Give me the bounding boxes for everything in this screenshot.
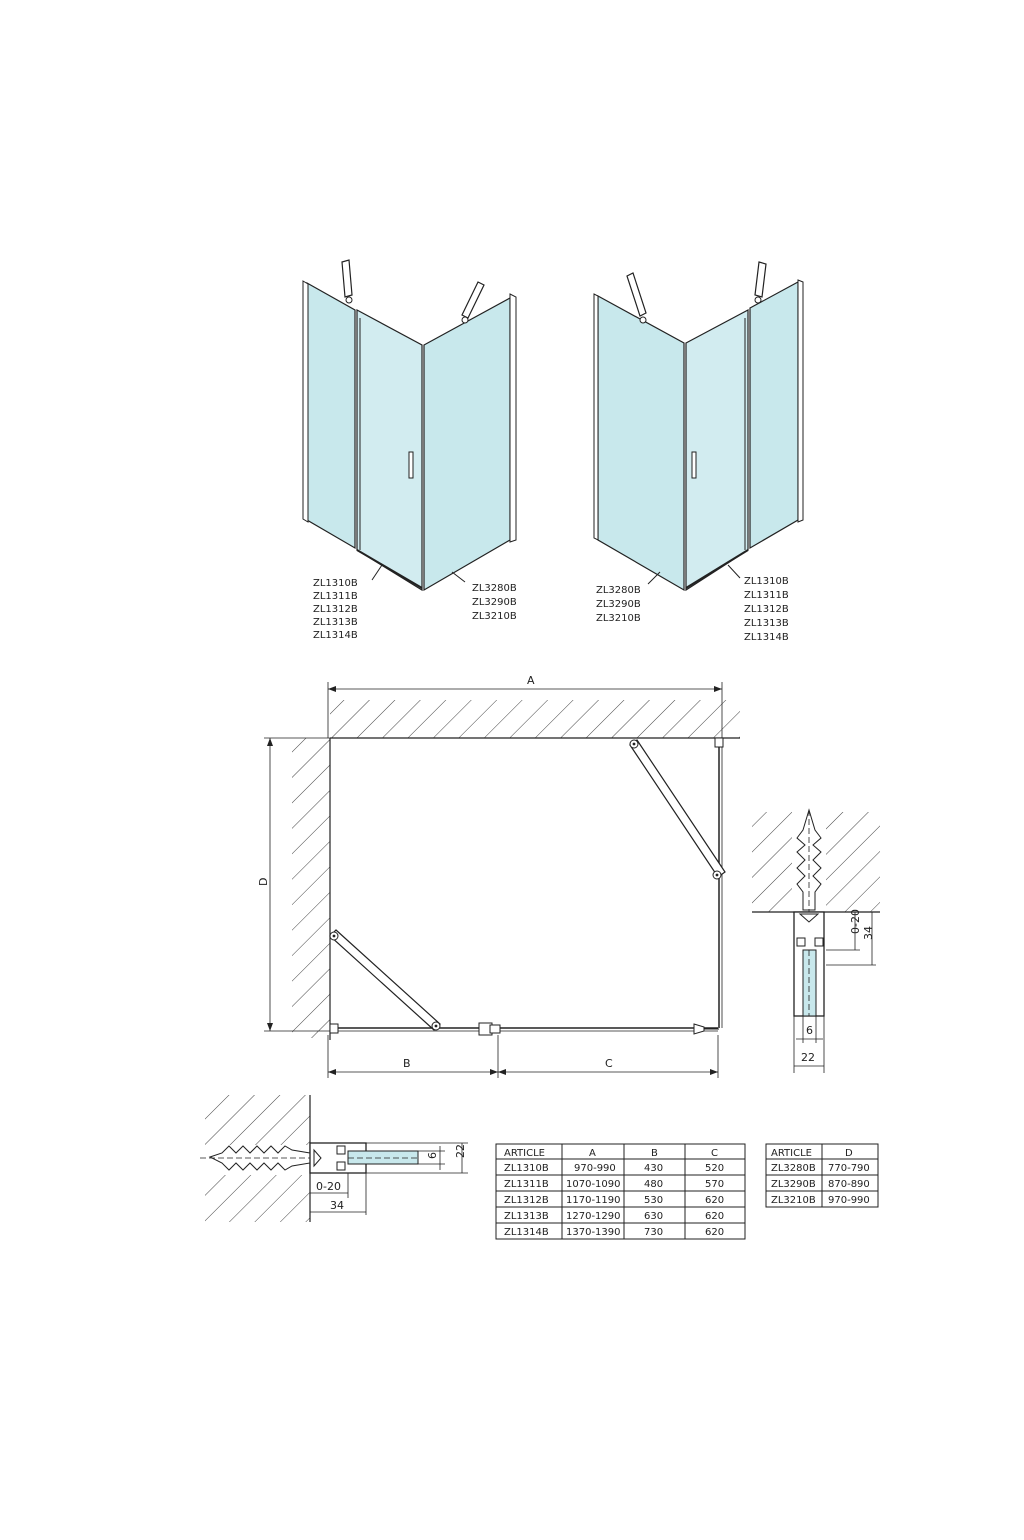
table-header: C [711, 1148, 718, 1159]
left-door-codes: ZL1310B ZL1311B ZL1312B ZL1313B ZL1314B [313, 578, 358, 641]
table-cell: ZL1310B [504, 1163, 549, 1174]
gap-label: 0-20 [316, 1180, 341, 1193]
table-cell: ZL3290B [771, 1179, 816, 1190]
table-cell: ZL1314B [504, 1227, 549, 1238]
table-cell: 430 [644, 1163, 663, 1174]
depth-label: 34 [330, 1199, 344, 1212]
table-header: A [589, 1148, 596, 1159]
table-header: ARTICLE [771, 1148, 812, 1159]
glass-label: 6 [426, 1152, 439, 1159]
code-label: ZL1310B [744, 576, 789, 587]
table-cell: 770-790 [828, 1163, 870, 1174]
table-cell: 1070-1090 [566, 1179, 621, 1190]
dim-a-label: A [527, 674, 535, 687]
table-cell: 970-990 [828, 1195, 870, 1206]
code-label: ZL3290B [472, 597, 517, 608]
table-cell: ZL1311B [504, 1179, 549, 1190]
code-label: ZL1311B [313, 591, 358, 602]
dim-b-label: B [403, 1057, 411, 1070]
table-cell: ZL1313B [504, 1211, 549, 1222]
table-cell: ZL3210B [771, 1195, 816, 1206]
table-cell: ZL1312B [504, 1195, 549, 1206]
wall-profile-detail-bottom: 6 22 0-20 34 [200, 1095, 468, 1222]
table-cell: 730 [644, 1227, 663, 1238]
code-label: ZL1314B [744, 632, 789, 643]
table-cell: 1370-1390 [566, 1227, 621, 1238]
floor-plan: A D B C [257, 674, 740, 1078]
table-cell: 620 [705, 1211, 724, 1222]
table-cell: 620 [705, 1195, 724, 1206]
code-label: ZL3210B [472, 611, 517, 622]
code-label: ZL1310B [313, 578, 358, 589]
code-label: ZL1312B [744, 604, 789, 615]
wall-profile-detail-right: 0-20 34 6 22 [752, 808, 880, 1073]
code-label: ZL3280B [472, 583, 517, 594]
code-label: ZL1311B [744, 590, 789, 601]
table-cell: 520 [705, 1163, 724, 1174]
profile-label: 22 [801, 1051, 815, 1064]
table-cell: ZL3280B [771, 1163, 816, 1174]
dim-c-label: C [605, 1057, 613, 1070]
code-label: ZL1313B [313, 617, 358, 628]
table-cell: 530 [644, 1195, 663, 1206]
code-label: ZL1313B [744, 618, 789, 629]
table-cell: 970-990 [574, 1163, 616, 1174]
code-label: ZL3280B [596, 585, 641, 596]
code-label: ZL3290B [596, 599, 641, 610]
right-door-codes: ZL1310B ZL1311B ZL1312B ZL1313B ZL1314B [744, 576, 789, 643]
enclosure-view-right [593, 261, 804, 592]
dimension-table-main: ARTICLE A B C ZL1310B 970-990 430 520 ZL… [495, 1143, 746, 1240]
table-cell: 870-890 [828, 1179, 870, 1190]
table-cell: 620 [705, 1227, 724, 1238]
glass-label: 6 [806, 1024, 813, 1037]
code-label: ZL3210B [596, 613, 641, 624]
table-cell: 1270-1290 [566, 1211, 621, 1222]
right-wall-codes: ZL3280B ZL3290B ZL3210B [596, 585, 641, 624]
gap-label: 0-20 [849, 909, 862, 934]
depth-label: 34 [862, 926, 875, 940]
profile-label: 22 [454, 1144, 467, 1158]
dimension-table-d: ARTICLE D ZL3280B 770-790 ZL3290B 870-89… [765, 1143, 879, 1208]
table-cell: 480 [644, 1179, 663, 1190]
code-label: ZL1312B [313, 604, 358, 615]
table-cell: 630 [644, 1211, 663, 1222]
table-cell: 1170-1190 [566, 1195, 621, 1206]
enclosure-view-left [302, 259, 517, 592]
table-header: ARTICLE [504, 1148, 545, 1159]
table-header: D [845, 1148, 853, 1159]
dim-d-label: D [257, 878, 270, 886]
left-wall-codes: ZL3280B ZL3290B ZL3210B [472, 583, 517, 622]
table-header: B [651, 1148, 658, 1159]
table-cell: 570 [705, 1179, 724, 1190]
code-label: ZL1314B [313, 630, 358, 641]
